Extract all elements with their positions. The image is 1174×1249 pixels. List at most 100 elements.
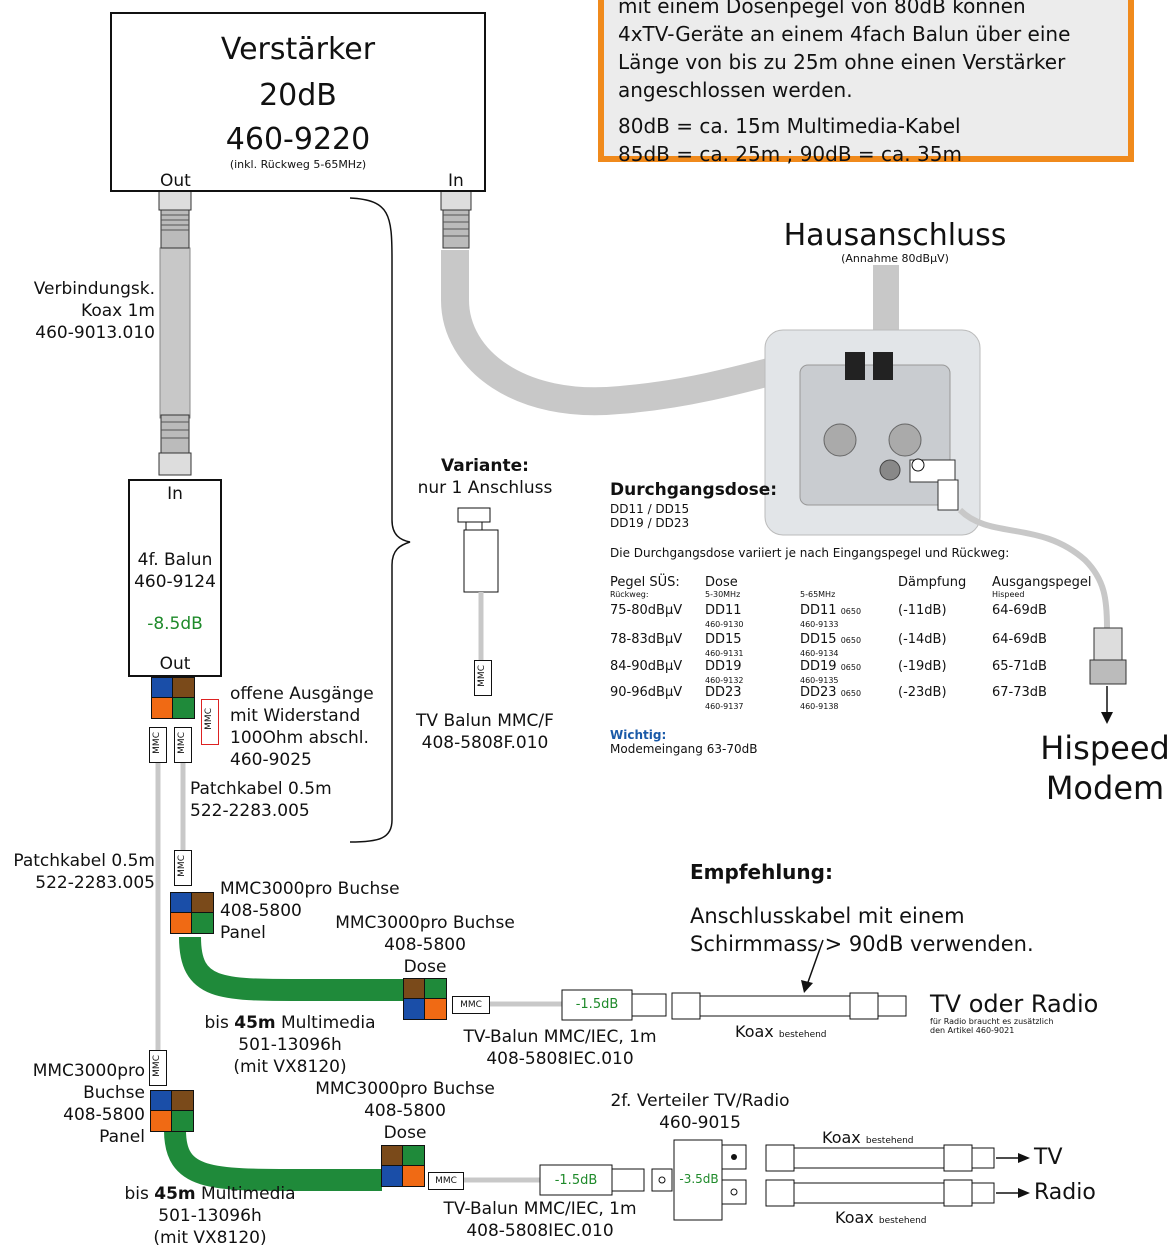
patch1-l2: 522-2283.005	[190, 801, 310, 821]
th-dose2-sub: 5-65MHz	[800, 590, 836, 599]
multimedia-cable-1	[179, 936, 405, 1001]
modem-label: Hispeed Modem	[1030, 728, 1174, 808]
panel1-l1: MMC3000pro Buchse	[220, 879, 400, 899]
panel-2-label: MMC3000pro Buchse 408-5800 Panel	[0, 1060, 145, 1148]
mmc-plug-6: MMC	[428, 1172, 464, 1190]
dose-1-ports	[403, 978, 447, 1020]
cell-art: 460-9130	[705, 620, 744, 629]
open-outputs-l3: 100Ohm abschl.	[230, 728, 369, 748]
mm1-pre: bis	[204, 1013, 235, 1033]
cell-dose: DD19	[705, 659, 742, 674]
mmc-plug-2: MMC	[174, 727, 192, 763]
open-outputs-l4: 460-9025	[230, 750, 312, 770]
cell-dose2: DD15	[800, 632, 837, 647]
variant-title: Variante:	[441, 456, 529, 476]
koax3-main: Koax	[835, 1208, 874, 1227]
mm1-l2: 501-13096h	[238, 1035, 342, 1055]
cell-daempfung: (-11dB)	[898, 603, 947, 618]
panel2-l2: Buchse	[83, 1083, 145, 1103]
mm2-post: Multimedia	[195, 1184, 296, 1204]
panel2-l1: MMC3000pro	[32, 1061, 145, 1081]
cell-pegel: 90-96dBµV	[610, 685, 683, 700]
modem-l1: Hispeed	[1040, 729, 1170, 767]
amplifier-gain: 20dB	[259, 78, 337, 113]
mmc-plug-3-label: MMC	[177, 855, 187, 877]
balun-article: 460-9124	[134, 572, 216, 592]
variant-label: Variante: nur 1 Anschluss	[410, 455, 560, 499]
amplifier-out-label: Out	[160, 171, 191, 191]
mm2-bold: 45m	[154, 1184, 196, 1204]
tv-balun-1-loss: -1.5dB	[575, 997, 619, 1012]
th-ausgang: Ausgangspegel	[992, 575, 1092, 590]
mmc-plug-3: MMC	[174, 850, 192, 886]
socket-title: Durchgangsdose:	[610, 480, 778, 500]
cell-pegel: 84-90dBµV	[610, 659, 683, 674]
amplifier-title: Verstärker	[220, 32, 376, 67]
mmc-plug-1: MMC	[149, 727, 167, 763]
connect-cable-l1: Verbindungsk.	[33, 279, 155, 299]
open-outputs-l2: mit Widerstand	[230, 706, 361, 726]
panel2-l3: 408-5800	[63, 1105, 145, 1125]
koax1-sub: bestehend	[778, 1030, 827, 1040]
cell-art2: 460-9133	[800, 620, 839, 629]
panel1-l3: Panel	[220, 923, 266, 943]
group-brace	[349, 197, 411, 843]
patch2-l1: Patchkabel 0.5m	[13, 851, 155, 871]
cell-suffix: 0650	[840, 607, 862, 616]
house-sub: (Annahme 80dBµV)	[841, 252, 949, 265]
th-pegel: Pegel SÜS:	[610, 575, 680, 590]
mmc-plug-5: MMC	[452, 996, 490, 1014]
tv-balun-2-loss: -1.5dB	[554, 1173, 598, 1188]
mm2-l2: 501-13096h	[158, 1206, 262, 1226]
f-connector-in	[440, 189, 472, 249]
cell-art: 460-9132	[705, 676, 744, 685]
info-line-5: 80dB = ca. 15m Multimedia-Kabel	[618, 114, 961, 138]
cell-ausgang: 64-69dB	[992, 632, 1047, 647]
modem-cable	[957, 507, 1110, 629]
koax3-sub: bestehend	[878, 1216, 927, 1226]
cell-art2: 460-9135	[800, 676, 839, 685]
cell-art2: 460-9138	[800, 702, 839, 711]
info-line-2: 4xTV-Geräte an einem 4fach Balun über ei…	[618, 22, 1071, 46]
cell-daempfung: (-14dB)	[898, 632, 947, 647]
koax2-main: Koax	[822, 1128, 861, 1147]
tvbalun1-l2: 408-5808IEC.010	[486, 1049, 634, 1069]
mmc-plug-4: MMC	[149, 1050, 167, 1086]
balun-out-label: Out	[159, 654, 191, 674]
cell-suffix: 0650	[840, 663, 862, 672]
recommendation-l1: Anschlusskabel mit einem	[690, 904, 965, 928]
cell-daempfung: (-23dB)	[898, 685, 947, 700]
info-note: mit einem Dosenpegel von 80dB können 4xT…	[598, 0, 1134, 166]
multimedia-2-label: bis 45m Multimedia 501-13096h (mit VX812…	[110, 1183, 310, 1249]
cell-dose: DD15	[705, 632, 742, 647]
tvbalun1-l1: TV-Balun MMC/IEC, 1m	[463, 1027, 657, 1047]
modem-input-note: Modemeingang 63-70dB	[610, 742, 758, 756]
cell-daempfung: (-19dB)	[898, 659, 947, 674]
open-outputs-label: offene Ausgänge mit Widerstand 100Ohm ab…	[230, 683, 374, 771]
koax1-main: Koax	[735, 1022, 774, 1041]
splitter-l1: 2f. Verteiler TV/Radio	[610, 1091, 790, 1111]
mmc-plug-1-label: MMC	[152, 732, 162, 754]
cell-dose2: DD11	[800, 603, 837, 618]
cell-ausgang: 65-71dB	[992, 659, 1047, 674]
panel-1-label: MMC3000pro Buchse 408-5800 Panel	[220, 878, 400, 944]
mm1-post: Multimedia	[275, 1013, 376, 1033]
tv-radio-title: TV oder Radio	[930, 990, 1099, 1018]
dose2-l2: 408-5800	[364, 1101, 446, 1121]
mm2-pre: bis	[124, 1184, 155, 1204]
balun-name: 4f. Balun	[137, 550, 213, 570]
coax-cable-amp-out	[159, 247, 191, 419]
koax-3-label: Koax bestehend	[835, 1208, 927, 1227]
patch1-l1: Patchkabel 0.5m	[190, 779, 332, 799]
socket-desc: Die Durchgangsdose variiert je nach Eing…	[610, 546, 1010, 560]
cell-ausgang: 67-73dB	[992, 685, 1047, 700]
cell-dose: DD11	[705, 603, 742, 618]
socket-models-2: DD19 / DD23	[610, 516, 690, 530]
variant-balun-name: TV Balun MMC/F	[416, 711, 554, 731]
balun-box: In 4f. Balun 460-9124 -8.5dB Out	[128, 479, 222, 677]
th-ausgang-sub: Hispeed	[992, 590, 1025, 599]
dose2-l1: MMC3000pro Buchse	[315, 1079, 495, 1099]
panel-2-ports	[150, 1090, 194, 1132]
mm2-l3: (mit VX8120)	[153, 1228, 267, 1248]
